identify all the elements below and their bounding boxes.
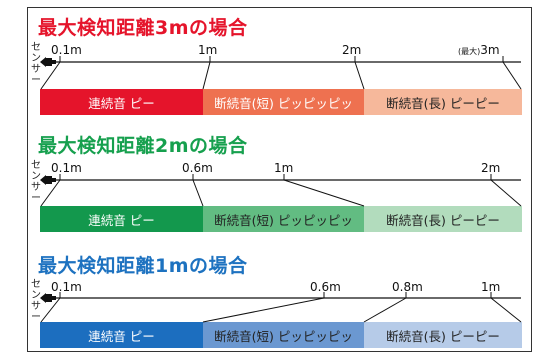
section-3-segment-1-label: 連続音 ピー (88, 328, 155, 344)
section-1-segment-long-beep: 断続音(長) ピーピー (364, 89, 522, 115)
section-3-sensor-label: センサー (31, 279, 41, 323)
section-3-title: 最大検知距離1mの場合 (38, 255, 248, 277)
section-1-connector-3 (354, 61, 365, 90)
section-2-title: 最大検知距離2mの場合 (38, 135, 248, 157)
section-1-tick-1: 0.1m (51, 43, 82, 57)
section-1-connector-2 (202, 61, 211, 90)
section-2-tick-4: 2m (481, 161, 501, 175)
section-1-sensor-label: センサー (31, 42, 41, 86)
section-2-tick-2: 0.6m (182, 161, 213, 175)
sensor-icon (40, 293, 56, 303)
section-1-segment-2-label: 断続音(短) ピッピッピッ (214, 95, 353, 111)
section-3-connector-2 (202, 297, 325, 323)
section-2-segment-short-beep: 断続音(短) ピッピッピッ (203, 206, 364, 232)
section-3-segment-short-beep: 断続音(短) ピッピッピッ (203, 322, 364, 348)
section-2-connector-4 (490, 179, 522, 207)
section-1-segment-1-label: 連続音 ピー (88, 95, 155, 111)
section-1-title: 最大検知距離3mの場合 (38, 17, 248, 39)
section-1-segment-3-label: 断続音(長) ピーピー (386, 95, 500, 111)
section-2-segment-3-label: 断続音(長) ピーピー (386, 212, 500, 228)
section-1-tick-3: 2m (342, 43, 362, 57)
section-3-tick-4: 1m (481, 280, 501, 294)
section-2-segment-long-beep: 断続音(長) ピーピー (364, 206, 522, 232)
section-1-segment-continuous: 連続音 ピー (40, 89, 203, 115)
sensor-icon (40, 57, 56, 67)
section-1-connector-4 (502, 61, 522, 90)
section-3-segment-2-label: 断続音(短) ピッピッピッ (214, 328, 353, 344)
section-2-connector-3 (283, 179, 365, 207)
section-1-connector-1 (40, 61, 61, 90)
section-3-tick-2: 0.6m (310, 280, 341, 294)
sensor-icon (40, 175, 56, 185)
section-3-tick-1: 0.1m (51, 280, 82, 294)
section-2-segment-2-label: 断続音(短) ピッピッピッ (214, 212, 353, 228)
section-2-tick-1: 0.1m (51, 161, 82, 175)
section-3-segment-long-beep: 断続音(長) ピーピー (364, 322, 522, 348)
section-2-segment-1-label: 連続音 ピー (88, 212, 155, 228)
section-1-tick-4-prefix: (最大) (458, 47, 481, 56)
section-3-connector-4 (490, 297, 522, 323)
section-1-tick-2: 1m (198, 43, 218, 57)
section-2-sensor-label: センサー (31, 160, 41, 204)
section-1-segment-short-beep: 断続音(短) ピッピッピッ (203, 89, 364, 115)
section-1-tick-4: (最大)3m (458, 43, 500, 57)
section-3-tick-3: 0.8m (392, 280, 423, 294)
section-1-tick-4-label: 3m (480, 43, 500, 57)
section-2-segment-continuous: 連続音 ピー (40, 206, 203, 232)
section-2-tick-3: 1m (274, 161, 294, 175)
section-3-connector-3 (363, 297, 407, 323)
section-3-segment-3-label: 断続音(長) ピーピー (386, 328, 500, 344)
section-3-segment-continuous: 連続音 ピー (40, 322, 203, 348)
section-2-connector-2 (192, 179, 204, 207)
section-3-connector-1 (40, 297, 61, 323)
diagram-frame (27, 7, 532, 352)
section-2-connector-1 (40, 179, 61, 207)
